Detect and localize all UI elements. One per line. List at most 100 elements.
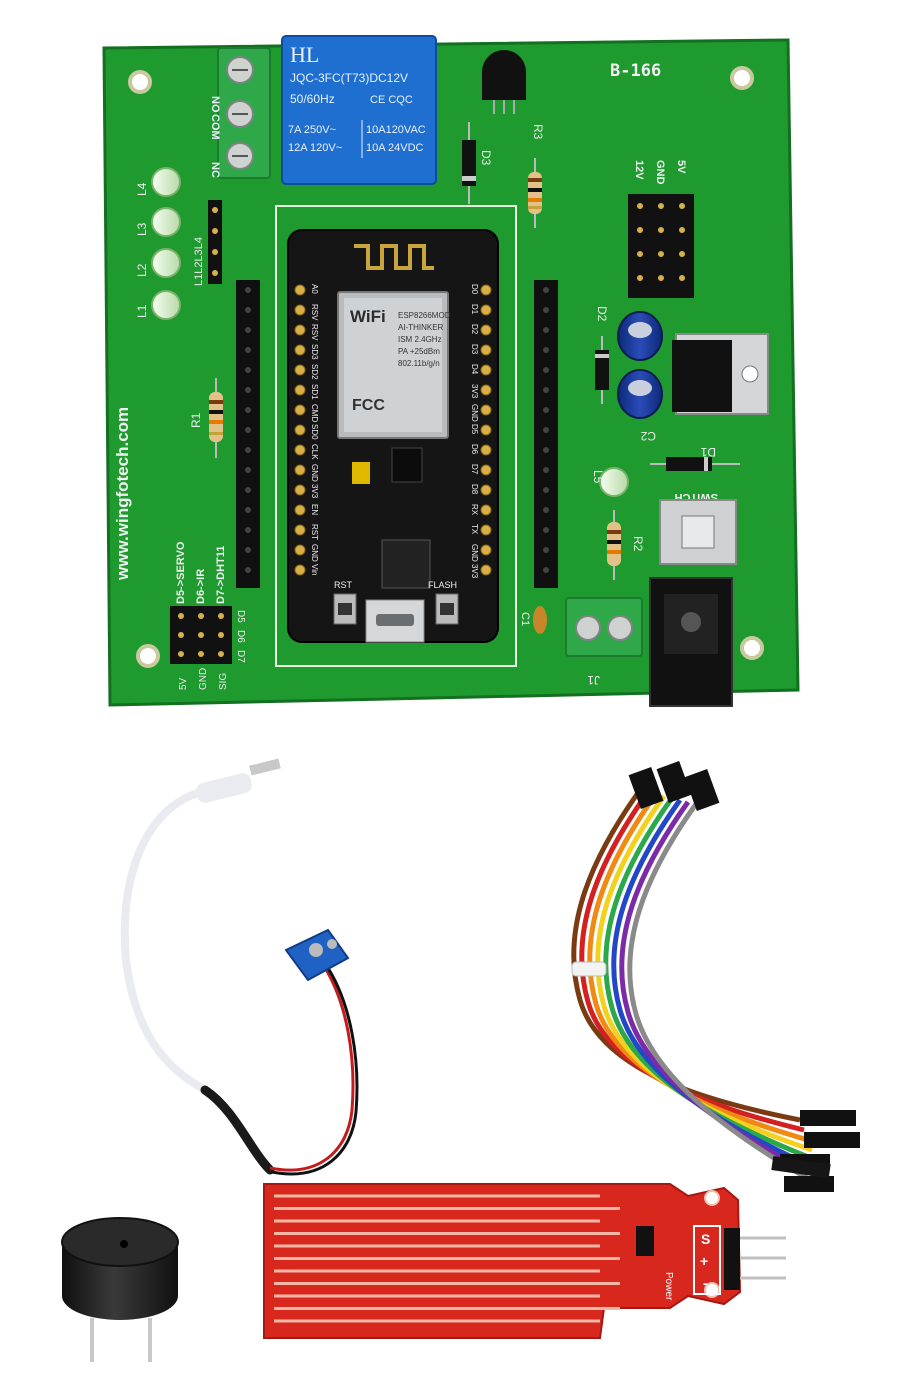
mcu-pin	[480, 284, 492, 296]
svg-text:S: S	[701, 1231, 710, 1247]
led-l4	[151, 167, 181, 197]
mcu-pin-label: CLK	[310, 444, 319, 460]
mcu-pin-label: RSV	[310, 304, 319, 321]
mcu-pin	[480, 464, 492, 476]
mcu-pins-left: A0RSVRSVSD3SD2SD1CMDSD0CLKGND3V3ENRSTGND…	[245, 284, 319, 576]
svg-text:GND: GND	[198, 668, 209, 690]
header-socket	[543, 487, 549, 493]
svg-text:ISM 2.4GHz: ISM 2.4GHz	[398, 335, 442, 344]
mcu-pin	[294, 564, 306, 576]
capacitor-c2: C2	[617, 369, 663, 443]
piezo-buzzer	[61, 1217, 179, 1362]
svg-text:Power: Power	[663, 1272, 674, 1301]
svg-text:J1: J1	[587, 673, 600, 687]
mcu-pin	[294, 324, 306, 336]
power-terminal-block: J1	[565, 597, 643, 687]
svg-text:R1: R1	[189, 412, 203, 428]
mcu-pin	[294, 344, 306, 356]
mcu-pin	[294, 424, 306, 436]
led-l3	[151, 207, 181, 237]
header-socket	[245, 547, 251, 553]
cable-tie	[571, 961, 607, 977]
mcu-pin	[294, 504, 306, 516]
header-socket	[543, 327, 549, 333]
svg-text:PA +25dBm: PA +25dBm	[398, 347, 440, 356]
svg-text:R2: R2	[631, 536, 645, 552]
mcu-pin-label: RST	[310, 524, 319, 540]
svg-text:L5: L5	[591, 470, 605, 484]
mcu-pin-label: Vin	[310, 564, 319, 575]
relay-rating-d: 10A 24VDC	[366, 142, 424, 154]
header-socket	[245, 467, 251, 473]
mcu-pin	[294, 404, 306, 416]
svg-text:12V: 12V	[633, 160, 645, 180]
relay: HL JQC-3FC(T73)DC12V 50/60Hz CE CQC 7A 2…	[281, 35, 437, 185]
mcu-pin	[480, 324, 492, 336]
board-code: B-166	[610, 61, 661, 81]
left-female-header	[236, 280, 260, 588]
sensor-traces	[274, 1194, 620, 1323]
svg-text:D5->SERVO: D5->SERVO	[175, 541, 187, 604]
nodemcu-board: WiFi ESP8266MOD AI-THINKER ISM 2.4GHz PA…	[287, 229, 499, 643]
svg-text:L2: L2	[135, 263, 149, 277]
svg-text:802.11b/g/n: 802.11b/g/n	[398, 359, 440, 368]
mcu-pin-label: D5	[470, 424, 479, 435]
io-notes: D5->SERVO D6->IR D7->DHT11	[175, 541, 227, 604]
power-switch: SWITCH	[659, 491, 737, 565]
terminal-no-label: NO	[209, 96, 221, 113]
antenna-trace	[354, 244, 434, 270]
mcu-pin	[294, 304, 306, 316]
relay-terminal-block: NO COM NC	[209, 47, 271, 179]
svg-text:D5: D5	[235, 610, 246, 623]
led-row: L4 L3 L2 L1 L1L2L3L4	[135, 167, 222, 320]
mounting-hole	[730, 66, 754, 90]
right-female-header	[534, 280, 558, 588]
svg-text:D7->DHT11: D7->DHT11	[215, 546, 227, 604]
svg-text:ESP8266MOD: ESP8266MOD	[398, 311, 451, 320]
mcu-pin-label: CMD	[310, 404, 319, 422]
diode-d3: D3	[462, 122, 493, 204]
header-socket	[245, 327, 251, 333]
header-socket	[543, 287, 549, 293]
header-socket	[245, 427, 251, 433]
mcu-pin-label: RSV	[310, 324, 319, 341]
wifi-logo: WiFi	[350, 307, 386, 326]
mcu-pin	[480, 564, 492, 576]
dc-plug-tip	[249, 758, 281, 776]
header-socket	[543, 567, 549, 573]
mcu-pin-label: D2	[470, 324, 479, 335]
led-header	[208, 200, 222, 284]
sensor-transistor	[636, 1226, 654, 1256]
mcu-pin	[294, 284, 306, 296]
mcu-pin-label: D3	[470, 344, 479, 355]
svg-text:D2: D2	[595, 306, 609, 322]
power-header: 12V GND 5V	[628, 160, 694, 298]
mcu-pin	[480, 504, 492, 516]
mcu-pin	[480, 424, 492, 436]
header-socket	[245, 447, 251, 453]
capacitor-c1	[617, 311, 663, 361]
mcu-pin	[480, 384, 492, 396]
relay-frequency: 50/60Hz	[290, 92, 335, 106]
header-socket	[543, 347, 549, 353]
relay-rating-b: 12A 120V~	[288, 142, 342, 154]
relay-brand: HL	[290, 42, 319, 67]
mcu-outline	[275, 205, 517, 667]
header-socket	[245, 407, 251, 413]
mcu-pin	[480, 404, 492, 416]
mcu-pin-label: D4	[470, 364, 479, 375]
mcu-pin-label: EN	[310, 504, 319, 515]
svg-text:L4: L4	[135, 182, 149, 196]
diode-d2: D2	[595, 306, 609, 404]
header-socket	[245, 387, 251, 393]
header-socket	[543, 387, 549, 393]
header-socket	[245, 287, 251, 293]
dc-barrel-jack	[649, 577, 733, 707]
led-header-label: L1L2L3L4	[193, 237, 205, 286]
mcu-pin-label: SD2	[310, 364, 319, 380]
header-socket	[245, 527, 251, 533]
svg-text:5V: 5V	[675, 160, 687, 174]
usb-uart-chip	[381, 539, 431, 589]
header-socket	[245, 487, 251, 493]
mcu-pin-label: D7	[470, 464, 479, 475]
